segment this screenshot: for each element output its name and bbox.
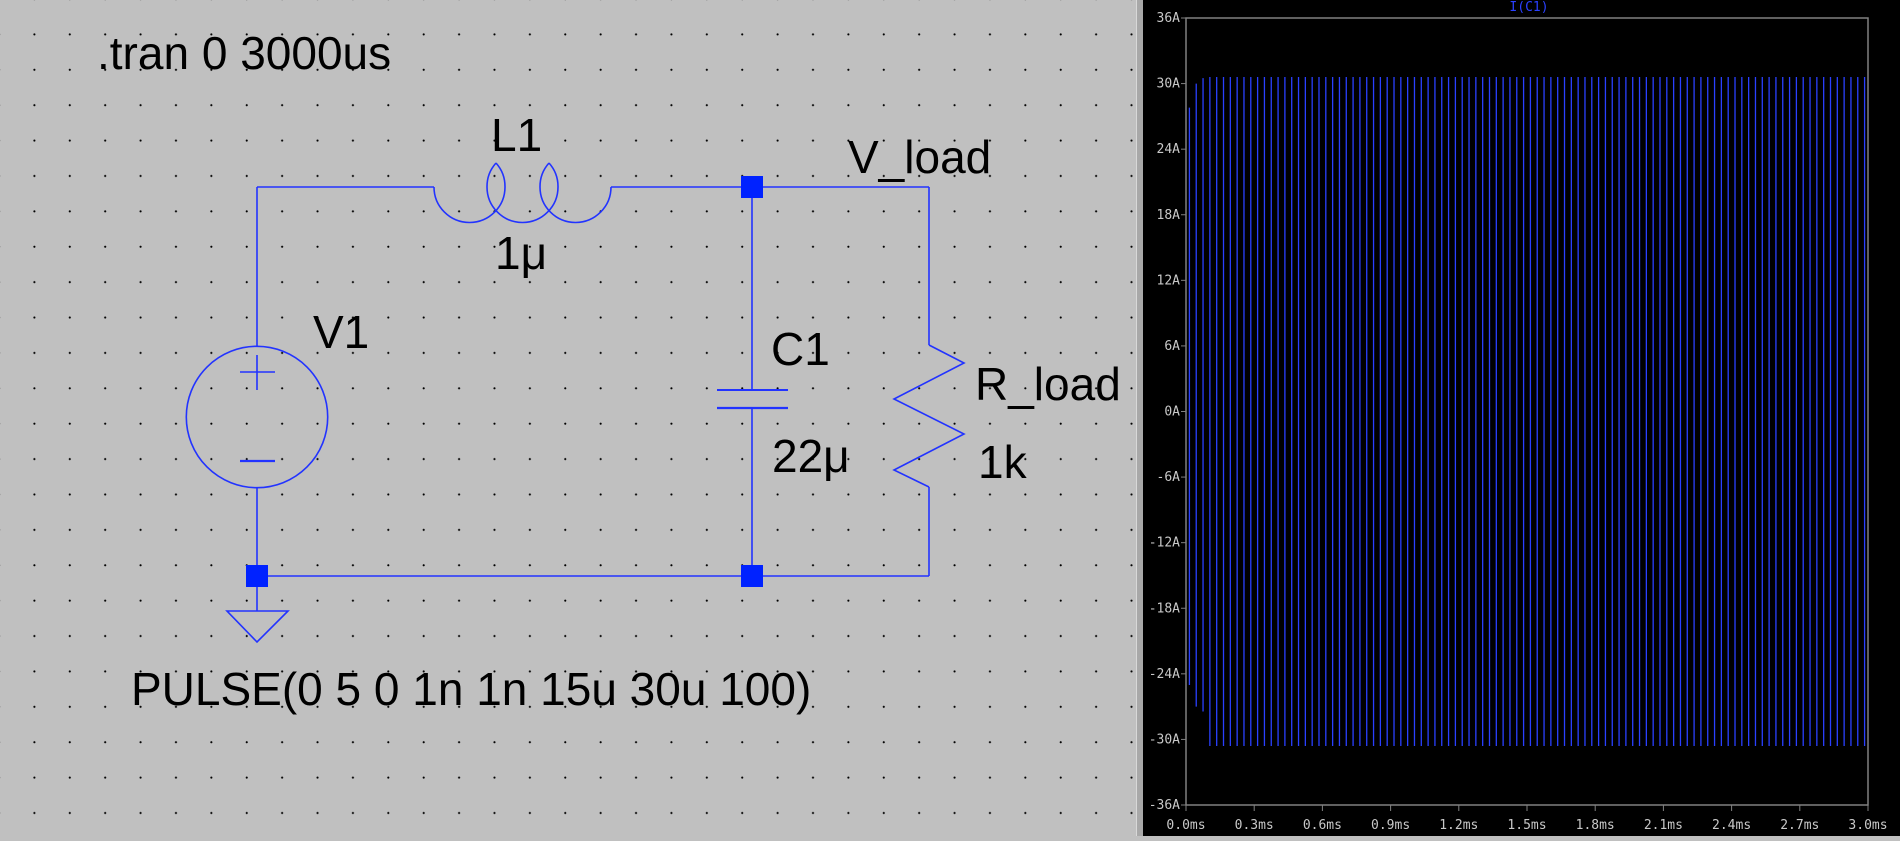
x-tick-label: 0.9ms (1371, 818, 1410, 833)
capacitor-value-label[interactable]: 22μ (772, 430, 850, 482)
net-label-v-load[interactable]: V_load (848, 131, 991, 183)
y-tick-label: 24A (1157, 142, 1181, 157)
inductor-symbol[interactable] (433, 162, 612, 224)
x-tick-label: 0.0ms (1166, 818, 1205, 833)
source-name-label[interactable]: V1 (313, 306, 369, 358)
waveform-plot: I(C1) 36A 30A 24A 18A 12A 6A 0A -6A -12A -18A -24A… (1149, 0, 1888, 833)
x-tick-label: 0.6ms (1303, 818, 1342, 833)
x-tick-label: 3.0ms (1848, 818, 1887, 833)
y-tick-label: -36A (1149, 798, 1180, 813)
tran-directive[interactable]: .tran 0 3000us (97, 27, 391, 79)
x-tick-label: 1.2ms (1439, 818, 1478, 833)
trace-group (1188, 77, 1866, 746)
pane-splitter[interactable] (1136, 0, 1144, 836)
x-tick-label: 0.3ms (1235, 818, 1274, 833)
voltage-source-symbol[interactable] (185, 345, 329, 489)
y-tick-label: 30A (1157, 77, 1181, 92)
y-tick-label: -18A (1149, 601, 1180, 616)
inductor-name-label[interactable]: L1 (491, 109, 542, 161)
capacitor-name-label[interactable]: C1 (771, 323, 830, 375)
resistor-value-label[interactable]: 1k (978, 436, 1028, 488)
x-tick-label: 1.5ms (1507, 818, 1546, 833)
y-tick-label: -30A (1149, 732, 1180, 747)
capacitor-symbol[interactable] (717, 389, 788, 410)
y-tick-label: -12A (1149, 536, 1180, 551)
y-tick-label: 12A (1157, 273, 1181, 288)
source-value-label[interactable]: PULSE(0 5 0 1n 1n 15u 30u 100) (131, 663, 811, 715)
plot-frame (1185, 17, 1869, 806)
axes: 36A 30A 24A 18A 12A 6A 0A -6A -12A -18A -24A -30A -3… (1149, 11, 1888, 833)
plus-icon (240, 355, 275, 390)
schematic-editor[interactable]: .tran 0 3000us L1 1μ V1 PULSE(0 5 0 1n 1… (0, 0, 1140, 836)
ground-symbol[interactable] (225, 610, 290, 644)
waveform-viewer[interactable]: I(C1) 36A 30A 24A 18A 12A 6A 0A -6A -12A -18A -24A… (1143, 0, 1900, 836)
x-tick-label: 2.1ms (1644, 818, 1683, 833)
y-tick-label: -6A (1157, 470, 1181, 485)
x-tick-label: 2.7ms (1780, 818, 1819, 833)
y-tick-label: 18A (1157, 208, 1181, 223)
x-tick-label: 2.4ms (1712, 818, 1751, 833)
junction-node[interactable] (741, 176, 763, 198)
resistor-name-label[interactable]: R_load (975, 358, 1121, 410)
junction-node[interactable] (741, 565, 763, 587)
resistor-symbol[interactable] (892, 344, 966, 488)
x-tick-label: 1.8ms (1576, 818, 1615, 833)
y-tick-label: -24A (1149, 667, 1180, 682)
y-tick-label: 0A (1164, 405, 1180, 420)
junction-node[interactable] (246, 565, 268, 587)
y-tick-label: 36A (1157, 11, 1181, 26)
trace-title[interactable]: I(C1) (1509, 0, 1548, 15)
y-tick-label: 6A (1164, 339, 1180, 354)
schematic-canvas: .tran 0 3000us L1 1μ V1 PULSE(0 5 0 1n 1… (97, 27, 1121, 715)
inductor-value-label[interactable]: 1μ (495, 227, 547, 279)
